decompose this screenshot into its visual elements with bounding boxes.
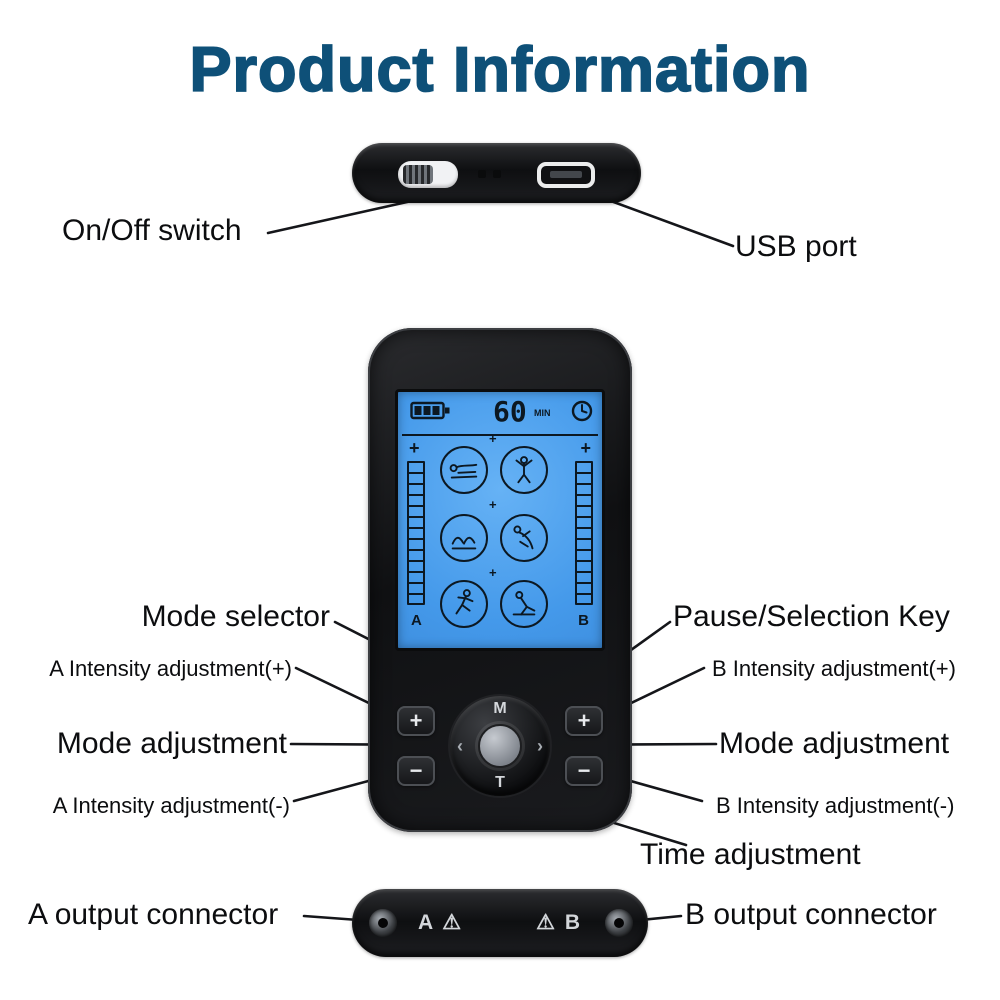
battery-icon bbox=[410, 401, 450, 420]
b-output-connector-label: B output connector bbox=[685, 898, 937, 931]
tens-device: 60 MIN + + bbox=[368, 328, 632, 832]
arms-raise-icon bbox=[515, 456, 533, 484]
b-output-hole bbox=[614, 918, 624, 928]
top-dot-2 bbox=[493, 170, 501, 178]
b-port-marking: ⚠ B bbox=[536, 911, 582, 934]
cross-mark-3: + bbox=[489, 565, 497, 580]
timer-unit: MIN bbox=[534, 408, 551, 418]
a-intensity-bar bbox=[407, 461, 425, 605]
line-on-off-switch bbox=[266, 196, 427, 235]
cross-mark-2: + bbox=[489, 497, 497, 512]
power-switch bbox=[398, 161, 458, 188]
usb-port-label: USB port bbox=[735, 230, 857, 263]
lcd-screen: 60 MIN + + bbox=[395, 389, 605, 651]
channel-b-label: B bbox=[578, 612, 589, 629]
a-port-marking: A ⚠ bbox=[418, 911, 464, 934]
a-output-connector-label: A output connector bbox=[28, 898, 279, 931]
a-output-hole bbox=[378, 918, 388, 928]
clock-icon bbox=[571, 400, 593, 422]
mode-circle-6 bbox=[500, 580, 548, 628]
b-intensity-minus-label: B Intensity adjustment(-) bbox=[716, 793, 955, 818]
mode-circle-4 bbox=[500, 514, 548, 562]
page-title: Product Information bbox=[189, 34, 811, 106]
screen-divider bbox=[402, 434, 598, 436]
mode-circle-2 bbox=[500, 446, 548, 494]
mode-circle-3 bbox=[440, 514, 488, 562]
mode-next-key: › bbox=[537, 736, 543, 756]
mode-adjustment-left-label: Mode adjustment bbox=[56, 727, 287, 760]
cross-mark-1: + bbox=[489, 431, 497, 446]
channel-a-label: A bbox=[411, 612, 422, 629]
b-intensity-plus-mark: + bbox=[580, 438, 591, 458]
mode-circle-5 bbox=[440, 580, 488, 628]
mode-circle-1 bbox=[440, 446, 488, 494]
mode-selector-key: M bbox=[493, 700, 507, 717]
a-intensity-plus-mark: + bbox=[409, 438, 420, 458]
acupuncture-icon bbox=[513, 525, 534, 550]
pause-selection-key bbox=[478, 724, 522, 768]
b-intensity-minus-button: − bbox=[565, 756, 603, 786]
a-intensity-plus-button: + bbox=[397, 706, 435, 736]
dpad: M T ‹ › bbox=[450, 696, 550, 796]
a-intensity-plus-label: A Intensity adjustment(+) bbox=[49, 656, 292, 681]
power-switch-knob bbox=[403, 165, 433, 184]
a-output-connector bbox=[369, 909, 397, 937]
a-intensity-minus-button: − bbox=[397, 756, 435, 786]
device-top-edge bbox=[352, 143, 641, 203]
mode-selector-label: Mode selector bbox=[141, 600, 330, 633]
on-off-switch-label: On/Off switch bbox=[62, 214, 242, 247]
b-intensity-bar bbox=[575, 461, 593, 605]
running-icon bbox=[455, 589, 474, 615]
b-intensity-plus-label: B Intensity adjustment(+) bbox=[712, 656, 956, 681]
device-bottom-edge: A ⚠ ⚠ B bbox=[352, 889, 648, 957]
line-usb-port bbox=[598, 195, 735, 248]
time-adjustment-key: T bbox=[495, 774, 505, 791]
b-output-connector bbox=[605, 909, 633, 937]
a-intensity-minus-label: A Intensity adjustment(-) bbox=[52, 793, 290, 818]
kneading-icon bbox=[451, 536, 477, 550]
usb-port-slot bbox=[550, 171, 582, 178]
cupping-icon bbox=[512, 591, 536, 616]
lying-massage-icon bbox=[449, 463, 478, 479]
top-dot-1 bbox=[478, 170, 486, 178]
mode-prev-key: ‹ bbox=[457, 736, 463, 756]
time-adjustment-label: Time adjustment bbox=[640, 838, 861, 871]
usb-port bbox=[537, 162, 595, 188]
b-intensity-plus-button: + bbox=[565, 706, 603, 736]
mode-adjustment-right-label: Mode adjustment bbox=[719, 727, 950, 760]
timer-value: 60 bbox=[493, 395, 527, 428]
pause-selection-key-label: Pause/Selection Key bbox=[673, 600, 950, 633]
